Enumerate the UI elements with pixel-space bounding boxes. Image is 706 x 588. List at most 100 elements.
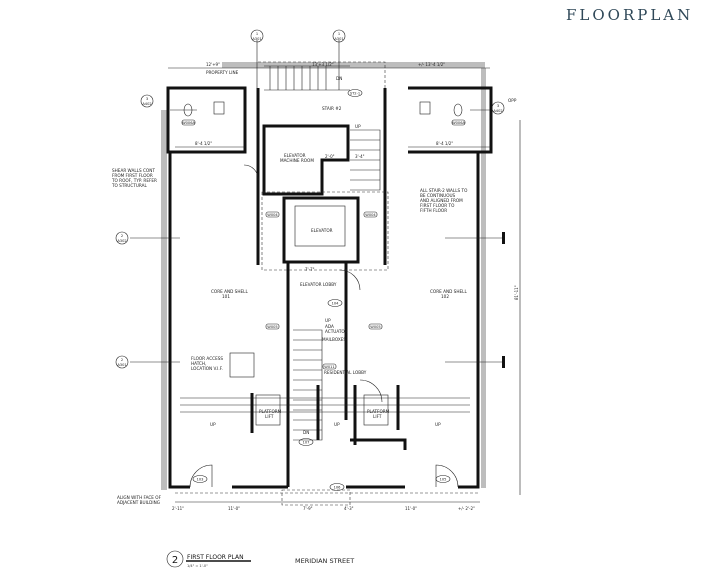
svg-text:107: 107 [303,441,310,445]
svg-text:3: 3 [146,97,148,101]
dimension: +/- 13'-4 1/2" [418,62,445,67]
door-tags: ST2-1 103 105 106 104 107 W004 W004 W005… [181,89,465,491]
dimension: 8'-4 1/2" [195,141,212,146]
platform-lift-right [363,394,389,426]
svg-text:W005: W005 [370,325,380,329]
room-label-101: CORE AND SHELL [211,289,248,294]
dimension: 2'-0" [325,154,335,159]
platform-lift-label: LIFT [373,414,382,419]
align-note: ADJACENT BUILDING [117,500,160,505]
lift-walls [250,385,400,445]
svg-text:A301: A301 [117,363,126,367]
shear-wall-note: FROM FIRST FLOOR [112,173,153,178]
svg-text:2: 2 [121,234,123,238]
view-title: FIRST FLOOR PLAN [187,554,244,561]
adjacent-building-left [161,110,167,490]
adjacent-building-top [222,62,485,68]
up-label: UP [325,318,331,323]
platform-lift-label: PLATFORM [259,409,282,414]
stair-label: STAIR #2 [322,106,342,111]
floor-access-hatch [229,352,255,378]
dimension: 7'-9" [303,506,313,511]
dashed-outlines [175,61,478,506]
svg-text:W004: W004 [365,213,376,217]
opp-label: OPP [508,98,517,103]
svg-text:W006A: W006A [452,121,465,125]
dimension: 13'+3 1/2" [312,62,334,67]
hatch-note: HATCH, [191,361,206,366]
stair-wall-note: BE CONTINUOUS [420,193,456,198]
elevator-label: ELEVATOR [311,228,333,233]
adjacent-building-right [481,68,486,488]
room-number-102: 102 [441,294,449,299]
shear-wall-note: TO STRUCTURAL [111,183,148,188]
dimension: 12'+9" [206,62,220,67]
overall-dimension: 81'-11" [514,285,519,300]
up-label: UP [210,422,216,427]
hatch-note: FLOOR ACCESS [191,356,223,361]
dn-label: DN [303,430,309,435]
property-line-label: PROPERTY LINE [206,70,239,75]
exterior-walls [166,86,493,489]
stair-wall-note: FIRST FLOOR TO [420,203,455,208]
svg-text:W004: W004 [267,213,278,217]
svg-text:1: 1 [338,32,340,36]
svg-text:104: 104 [332,302,340,306]
svg-text:2: 2 [121,358,123,362]
dimension: 2'-11" [172,506,184,511]
dimension: 7'-7" [305,267,315,272]
up-label: UP [334,422,340,427]
dimension: 3'-4" [355,154,365,159]
elevator-lobby-label: ELEVATOR LOBBY [300,282,337,287]
svg-text:A301: A301 [252,37,261,41]
view-scale: 1/4" = 1'-0" [187,564,208,568]
dimension: 8'-4 1/2" [436,141,453,146]
svg-text:ST2-1: ST2-1 [350,92,360,96]
stair-wall-note: FIFTH FLOOR [420,208,447,213]
svg-text:105: 105 [440,478,447,482]
platform-lift-left [255,394,281,426]
dimension: 11'-0" [405,506,417,511]
page-title: FLOORPLAN [566,6,694,24]
dimension: 11'-0" [228,506,240,511]
elevator-car [294,205,346,247]
dimension: 4'-3" [344,506,354,511]
view-number: 2 [172,555,178,566]
svg-text:W005: W005 [267,325,277,329]
machine-room-label: ELEVATOR [284,153,306,158]
mailboxes-label: MAILBOXES [322,337,346,342]
stair-wall-note: AND ALIGNED FROM [420,198,463,203]
room-label-102: CORE AND SHELL [430,289,467,294]
view-title-block: 2 FIRST FLOOR PLAN 1/4" = 1'-0" MERIDIAN… [166,550,354,568]
section-lines [130,40,521,503]
street-label: MERIDIAN STREET [295,557,354,565]
svg-text:3: 3 [497,104,499,108]
svg-text:106: 106 [334,486,342,490]
stair-treads [180,65,470,441]
svg-text:103: 103 [197,478,204,482]
shear-wall-note: TO ROOF, TYP. REFER [111,178,157,183]
door-swings [189,164,459,488]
ada-label: ADA [325,324,334,329]
hatch-note: LOCATION V.I.F. [191,366,223,371]
svg-text:A302: A302 [117,239,126,243]
svg-text:W006A: W006A [182,121,195,125]
align-note: ALIGN WITH FACE OF [117,495,162,500]
platform-lift-label: LIFT [265,414,274,419]
platform-lift-label: PLATFORM [367,409,390,414]
up-label: UP [435,422,441,427]
svg-text:A402: A402 [493,109,502,113]
stair-wall-note: ALL STAIR-2 WALLS TO [420,188,468,193]
svg-text:W011: W011 [324,365,334,369]
svg-text:A402: A402 [142,102,151,106]
shear-wall-note: SHEAR WALLS CONT [112,168,155,173]
dn-label: DN [336,76,342,81]
room-number-101: 101 [222,294,230,299]
